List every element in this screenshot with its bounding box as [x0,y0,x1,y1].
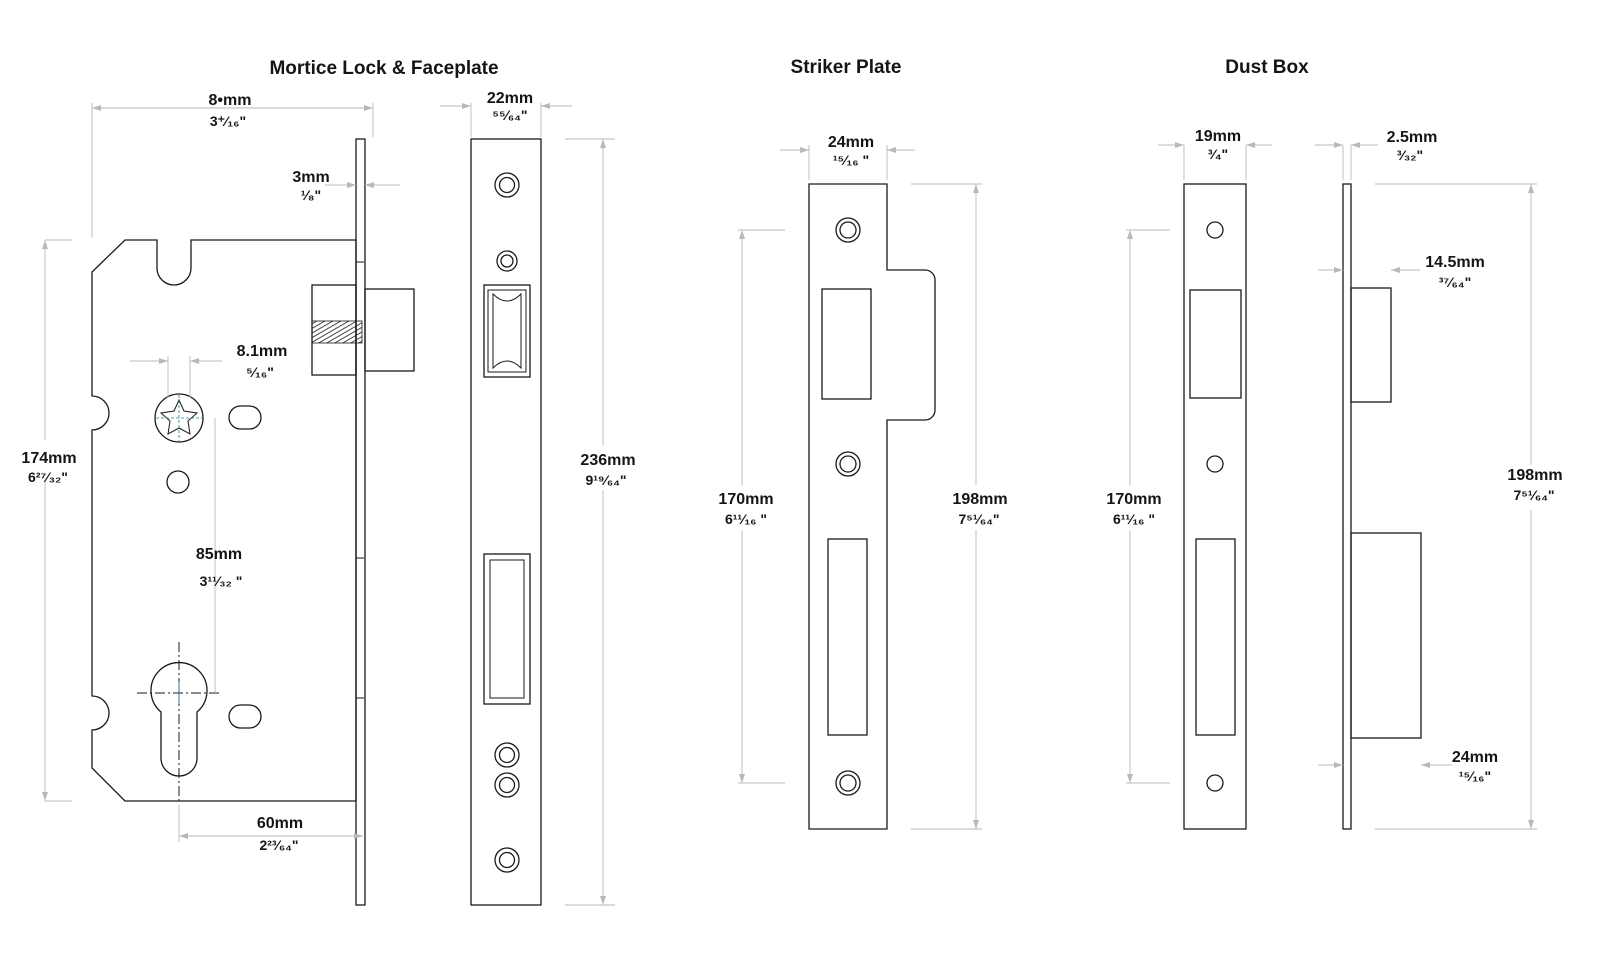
faceplate-height-inch: 9¹⁹⁄₆₄" [585,472,626,488]
mortice-dimensions [42,103,400,842]
striker-centres-inch: 6¹¹⁄₁₆ " [725,511,767,527]
striker-height-mm: 198mm [952,491,1007,508]
striker-height-inch: 7⁵¹⁄₆₄" [958,511,999,527]
deadbolt-opening [483,553,531,705]
dustbox-plate-outline [1183,183,1247,830]
mortice-title: Mortice Lock & Faceplate [269,58,498,79]
faceplate-front [470,138,542,906]
centres-mm: 85mm [196,546,242,563]
case-height-mm: 174mm [21,450,76,467]
dustbox-height-inch: 7⁵¹⁄₆₄" [1513,487,1554,503]
striker-title: Striker Plate [791,57,902,78]
dustbox-upper-depth-mm: 14.5mm [1425,254,1485,271]
dustbox-lower-depth-mm: 24mm [1452,749,1498,766]
fixing-slot [228,405,262,430]
dustbox-upper-box [1350,287,1392,403]
cylinder-backset-inch: 2²³⁄₆₄" [259,837,298,853]
latch-opening [483,284,531,378]
faceplate-thickness-mm: 3mm [292,169,329,186]
spindle-inch: ⁵⁄₁₆" [246,364,274,380]
fixing-slot [228,704,262,729]
backset-mm: 8•mm [209,92,252,109]
case-height-inch: 6²⁷⁄₃₂" [28,469,68,485]
faceplate-thickness-inch: ¹⁄₈" [301,187,321,203]
dustbox-width-inch: ³⁄₄" [1208,146,1228,162]
striker-width-mm: 24mm [828,134,874,151]
faceplate-height-mm: 236mm [580,452,635,469]
striker-dimensions [738,145,982,830]
dustbox-deadbolt-opening [1195,538,1236,736]
striker-latch-opening [821,288,872,400]
faceplate-dimensions [440,103,615,906]
dustbox-width-mm: 19mm [1195,128,1241,145]
dustbox-side [1342,183,1422,830]
dustbox-thickness-inch: ³⁄₃₂" [1397,147,1423,163]
faceplate-width-mm: 22mm [487,90,533,107]
dustbox-thickness-mm: 2.5mm [1387,129,1438,146]
faceplate-width-inch: ⁵⁵⁄₆₄" [492,107,527,123]
dustbox-centres-mm: 170mm [1106,491,1161,508]
latch-spring [311,320,363,344]
dustbox-side-plate [1342,183,1352,830]
striker-width-inch: ¹⁵⁄₁₆ " [833,152,869,168]
spindle-mm: 8.1mm [237,343,288,360]
centres-inch: 3¹¹⁄₃₂ " [200,573,243,589]
spindle-follower [154,393,204,443]
dustbox-upper-depth-inch: ³⁷⁄₆₄" [1439,274,1471,290]
lock-faceplate-side [355,138,366,906]
dustbox-centres-inch: 6¹¹⁄₁₆ " [1113,511,1155,527]
cylinder-backset-mm: 60mm [257,815,303,832]
striker-centres-mm: 170mm [718,491,773,508]
faceplate-outline [470,138,542,906]
dustbox-lower-depth-inch: ¹⁵⁄₁₆" [1459,768,1491,784]
lock-case [91,138,415,906]
dustbox-latch-opening [1189,289,1242,399]
dustbox-height-mm: 198mm [1507,467,1562,484]
euro-cylinder-cutout [150,661,208,777]
striker-deadbolt-opening [827,538,868,736]
dustbox-lower-box [1350,532,1422,739]
striker-outline [808,183,936,830]
backset-inch: 3⁺⁄₁₆" [210,113,246,129]
latch-bolt [364,288,415,372]
fixing-hole [166,470,190,494]
striker-plate [808,183,936,830]
dustbox-dimensions [1126,142,1537,830]
dustbox-title: Dust Box [1225,57,1309,78]
dustbox-front [1183,183,1247,830]
